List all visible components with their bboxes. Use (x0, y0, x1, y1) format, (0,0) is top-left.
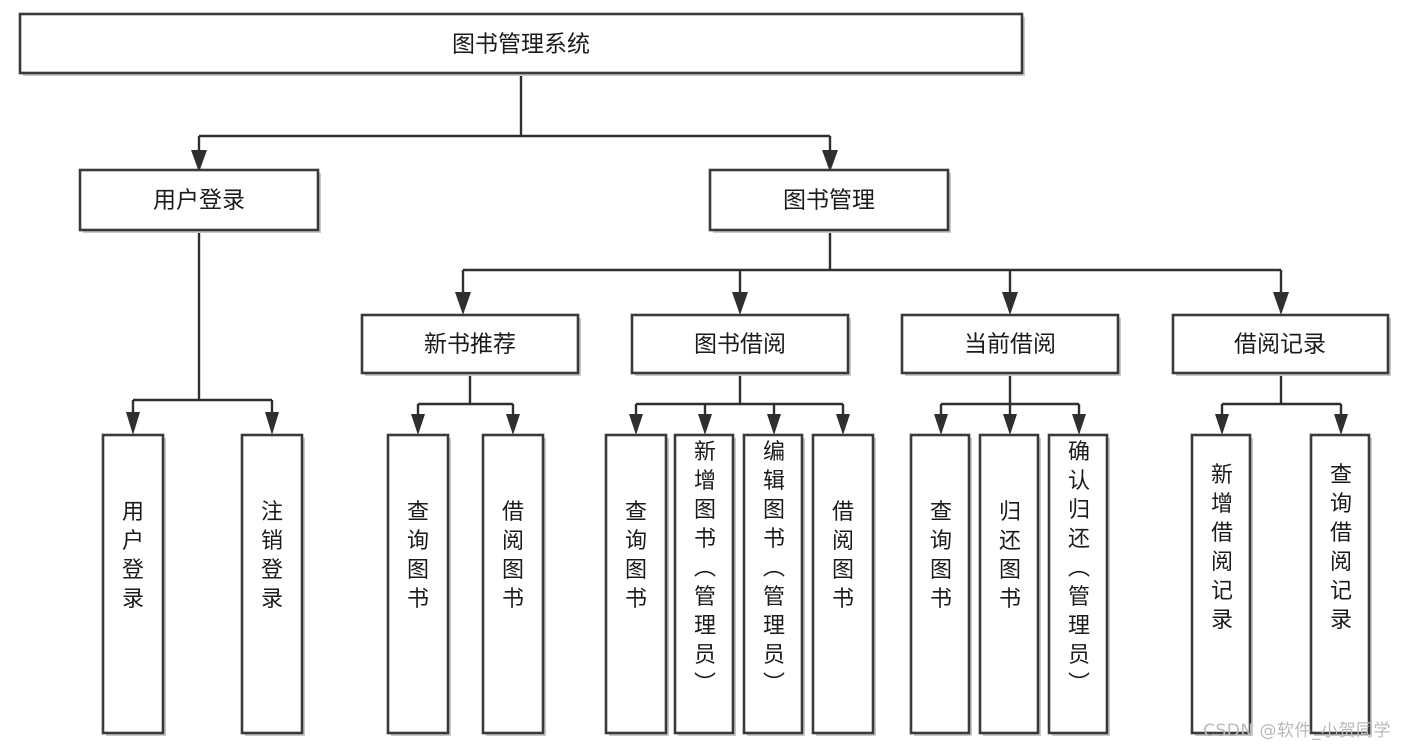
leaf-add-book-rect (673, 433, 735, 735)
arrow-to-current-borrow (1002, 292, 1018, 315)
arrow-to-leaf-borrow-book-1 (506, 414, 520, 435)
connector-newbook-bus (416, 402, 515, 414)
node-book-borrow[interactable]: 图书借阅 (630, 313, 851, 376)
leaf-query-book-1[interactable]: 查询图书 (386, 433, 451, 736)
arrow-to-leaf-edit-book (767, 414, 781, 435)
arrow-to-user-login (191, 150, 207, 172)
node-user-login[interactable]: 用户登录 (78, 168, 321, 233)
leaf-user-login-label: 用户登录 (122, 500, 144, 612)
node-book-borrow-label: 图书借阅 (694, 332, 786, 358)
leaf-query-book-2[interactable]: 查询图书 (604, 433, 669, 736)
connector-user-login-bus (131, 398, 274, 412)
node-borrow-record[interactable]: 借阅记录 (1171, 313, 1391, 376)
leaf-query-book-3-rect (909, 433, 971, 735)
arrow-to-leaf-query-book-3 (934, 414, 948, 435)
node-new-book-recommend[interactable]: 新书推荐 (360, 313, 581, 376)
leaf-borrow-book-2-label: 借阅图书 (832, 500, 854, 612)
leaf-query-record-label: 查询借阅记录 (1330, 463, 1352, 633)
csdn-watermark: CSDN @软件_小贺同学 (1203, 721, 1391, 741)
leaf-query-record[interactable]: 查询借阅记录 (1309, 433, 1372, 736)
leaf-return-book[interactable]: 归还图书 (978, 433, 1041, 736)
leaf-confirm-return-rect (1047, 433, 1109, 735)
arrowhead-layer (126, 150, 1348, 435)
leaf-borrow-book-1[interactable]: 借阅图书 (481, 433, 546, 736)
leaf-logout-login[interactable]: 注销登录 (240, 433, 305, 736)
connector-borrowrecord-bus (1220, 402, 1343, 414)
node-user-login-rect (78, 168, 320, 232)
leaf-borrow-book-1-label: 借阅图书 (502, 500, 524, 612)
node-current-borrow-label: 当前借阅 (964, 332, 1056, 358)
node-book-management[interactable]: 图书管理 (708, 168, 951, 233)
leaf-add-book[interactable]: 新增图书︵管理员︶ (673, 433, 736, 736)
connector-bookmgmt-bus (461, 268, 1283, 292)
leaf-add-record[interactable]: 新增借阅记录 (1190, 433, 1253, 736)
leaf-query-book-1-label: 查询图书 (407, 500, 429, 612)
arrow-to-leaf-user-login (126, 412, 140, 435)
arrow-to-leaf-query-book-2 (629, 414, 643, 435)
leaf-edit-book-label: 编辑图书︵管理员︶ (763, 440, 785, 697)
arrow-to-leaf-confirm-return (1072, 414, 1086, 435)
arrow-to-leaf-query-record (1334, 414, 1348, 435)
leaf-confirm-return-label: 确认归还︵管理员︶ (1068, 440, 1090, 697)
connector-root-to-bus (197, 76, 832, 150)
node-current-borrow-rect (900, 313, 1120, 375)
connector-currentborrow-bus (939, 402, 1081, 414)
leaf-confirm-return[interactable]: 确认归还︵管理员︶ (1047, 433, 1110, 736)
leaf-query-book-1-rect (386, 433, 450, 735)
arrow-to-borrow-record (1273, 292, 1289, 315)
arrow-to-leaf-borrow-book-2 (836, 414, 850, 435)
leaf-add-book-label: 新增图书︵管理员︶ (694, 440, 716, 697)
leaf-user-login[interactable]: 用户登录 (101, 433, 166, 736)
leaf-return-book-label: 归还图书 (999, 500, 1021, 612)
leaf-query-book-2-rect (604, 433, 668, 735)
arrow-to-leaf-add-record (1215, 414, 1229, 435)
node-new-book-recommend-label: 新书推荐 (424, 332, 516, 358)
node-root-label: 图书管理系统 (452, 32, 590, 58)
connector-bookborrow-bus (634, 402, 845, 414)
node-current-borrow[interactable]: 当前借阅 (900, 313, 1121, 376)
leaf-query-record-rect (1309, 433, 1371, 735)
leaf-add-record-label: 新增借阅记录 (1211, 463, 1233, 633)
arrow-to-leaf-return-book (1003, 414, 1017, 435)
connector-layer (131, 76, 1343, 414)
node-borrow-record-label: 借阅记录 (1234, 332, 1326, 358)
leaf-edit-book-rect (742, 433, 804, 735)
node-book-management-label: 图书管理 (783, 188, 875, 214)
leaf-borrow-book-2[interactable]: 借阅图书 (811, 433, 876, 736)
arrow-to-leaf-add-book (698, 414, 712, 435)
leaf-add-record-rect (1190, 433, 1252, 735)
arrow-to-new-book-recommend (455, 292, 471, 315)
leaf-return-book-rect (978, 433, 1040, 735)
leaf-query-book-2-label: 查询图书 (625, 500, 647, 612)
leaf-edit-book[interactable]: 编辑图书︵管理员︶ (742, 433, 805, 736)
arrow-to-book-management (822, 150, 838, 172)
node-borrow-record-rect (1171, 313, 1390, 375)
arrow-to-book-borrow (732, 292, 748, 315)
node-root[interactable]: 图书管理系统 (18, 12, 1025, 76)
leaf-borrow-book-2-rect (811, 433, 875, 735)
node-user-login-label: 用户登录 (153, 188, 245, 214)
arrow-to-leaf-query-book-1 (411, 414, 425, 435)
leaf-borrow-book-1-rect (481, 433, 545, 735)
leaf-user-login-rect (101, 433, 165, 735)
node-root-rect (18, 12, 1024, 75)
node-book-borrow-rect (630, 313, 850, 375)
leaf-query-book-3[interactable]: 查询图书 (909, 433, 972, 736)
node-book-management-rect (708, 168, 950, 232)
node-new-book-recommend-rect (360, 313, 580, 375)
leaf-logout-login-label: 注销登录 (261, 500, 283, 612)
arrow-to-leaf-logout-login (265, 412, 279, 435)
leaf-query-book-3-label: 查询图书 (930, 500, 952, 612)
leaf-logout-login-rect (240, 433, 304, 735)
